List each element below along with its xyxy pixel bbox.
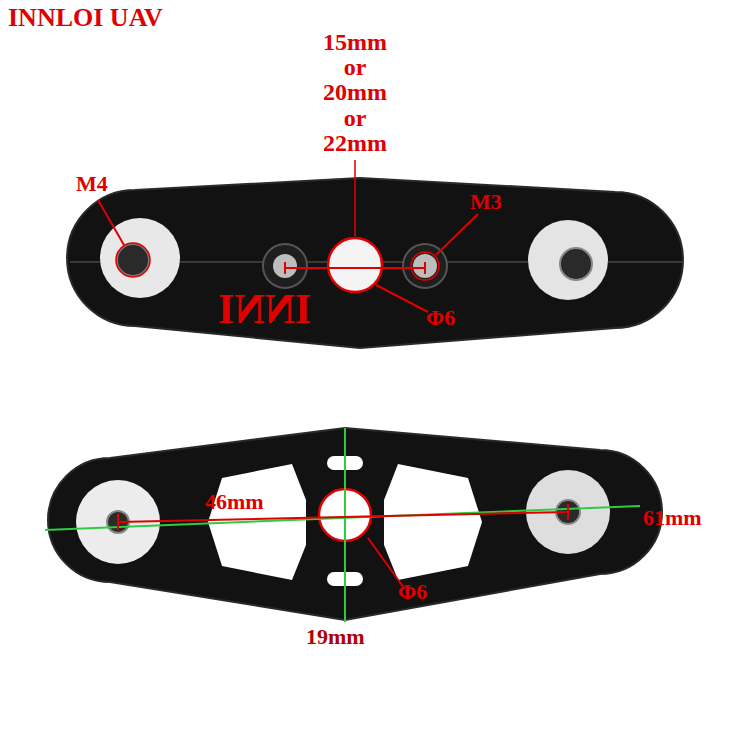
m4-hole [560,248,592,280]
diameter-label: Φ6 [426,306,455,329]
dimension-label: 15mm or 20mm or 22mm [323,30,387,156]
brand-watermark: INNLOI UAV [8,4,163,31]
thread-label: M3 [470,190,502,213]
m3-hole [413,254,437,278]
washer [100,218,180,298]
dimension-label: 19mm [306,625,365,648]
thread-label: M4 [76,172,108,195]
dimension-label: 61mm [643,506,702,529]
dimension-line [45,506,640,530]
washer [528,220,608,300]
center-hole [328,238,382,292]
bottom-plate [45,428,662,622]
dimension-line [118,512,568,522]
diameter-label: Φ6 [398,580,427,603]
hole-mark [411,252,439,280]
dimension-line [344,428,346,622]
m3-hole [273,254,297,278]
dimension-tick [117,514,119,530]
top-plate [67,160,683,348]
cutout [384,464,482,580]
leader-line [98,200,124,245]
m3-counterbore [263,244,307,288]
dimension-label: 46mm [205,490,264,513]
plate-body [67,178,683,348]
dimension-tick [567,504,569,520]
leader-line [436,214,478,255]
leader-line [376,285,428,312]
plate-body [48,428,662,620]
plate-marking: INNI [218,287,311,331]
dimension-tick [424,262,426,274]
hole-mark [116,243,150,277]
leader-line [354,160,356,236]
dimension-tick [284,262,286,274]
dimension-line [285,267,425,269]
m4-hole [117,244,149,276]
